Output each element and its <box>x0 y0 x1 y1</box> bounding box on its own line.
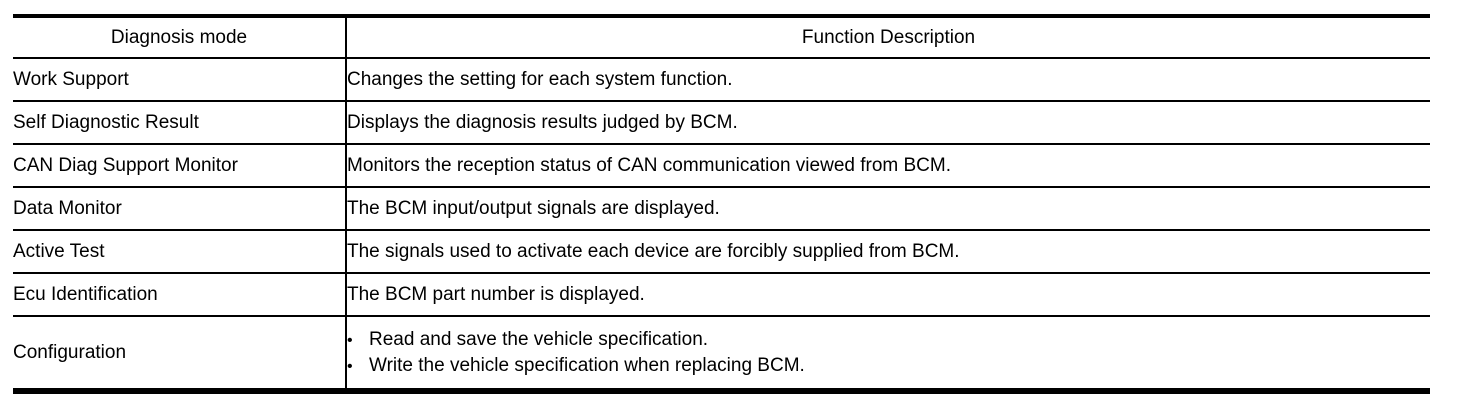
table-row: Configuration • Read and save the vehicl… <box>13 316 1430 392</box>
function-description-cell: The BCM input/output signals are display… <box>346 187 1430 231</box>
diagnosis-mode-cell: Active Test <box>13 230 347 274</box>
function-description-cell: Monitors the reception status of CAN com… <box>346 144 1430 188</box>
diagnosis-mode-cell: CAN Diag Support Monitor <box>13 144 347 188</box>
table-row: CAN Diag Support Monitor Monitors the re… <box>13 144 1430 188</box>
function-description-cell: The BCM part number is displayed. <box>346 273 1430 317</box>
bullet-icon: • <box>347 357 353 375</box>
function-description-cell: • Read and save the vehicle specificatio… <box>346 316 1430 392</box>
bullet-item: • Read and save the vehicle specificatio… <box>347 327 1430 353</box>
bullet-icon: • <box>347 331 353 349</box>
bullet-item: • Write the vehicle specification when r… <box>347 353 1430 379</box>
diagnosis-mode-cell: Configuration <box>13 316 347 392</box>
column-header-diagnosis-mode: Diagnosis mode <box>13 16 347 59</box>
diagnosis-mode-table: Diagnosis mode Function Description Work… <box>13 14 1430 394</box>
bullet-item-text: Read and save the vehicle specification. <box>369 328 709 350</box>
diagnosis-mode-cell: Ecu Identification <box>13 273 347 317</box>
table-row: Self Diagnostic Result Displays the diag… <box>13 101 1430 145</box>
table-header-row: Diagnosis mode Function Description <box>13 16 1430 59</box>
function-description-cell: Changes the setting for each system func… <box>346 58 1430 102</box>
bullet-item-text: Write the vehicle specification when rep… <box>369 354 805 376</box>
diagnosis-mode-cell: Work Support <box>13 58 347 102</box>
function-description-cell: Displays the diagnosis results judged by… <box>346 101 1430 145</box>
table-row: Active Test The signals used to activate… <box>13 230 1430 274</box>
column-header-function-description: Function Description <box>346 16 1430 59</box>
table-row: Work Support Changes the setting for eac… <box>13 58 1430 102</box>
function-description-cell: The signals used to activate each device… <box>346 230 1430 274</box>
description-bullet-list: • Read and save the vehicle specificatio… <box>347 327 1430 379</box>
table-row: Ecu Identification The BCM part number i… <box>13 273 1430 317</box>
diagnosis-mode-cell: Self Diagnostic Result <box>13 101 347 145</box>
diagnosis-mode-cell: Data Monitor <box>13 187 347 231</box>
table-row: Data Monitor The BCM input/output signal… <box>13 187 1430 231</box>
